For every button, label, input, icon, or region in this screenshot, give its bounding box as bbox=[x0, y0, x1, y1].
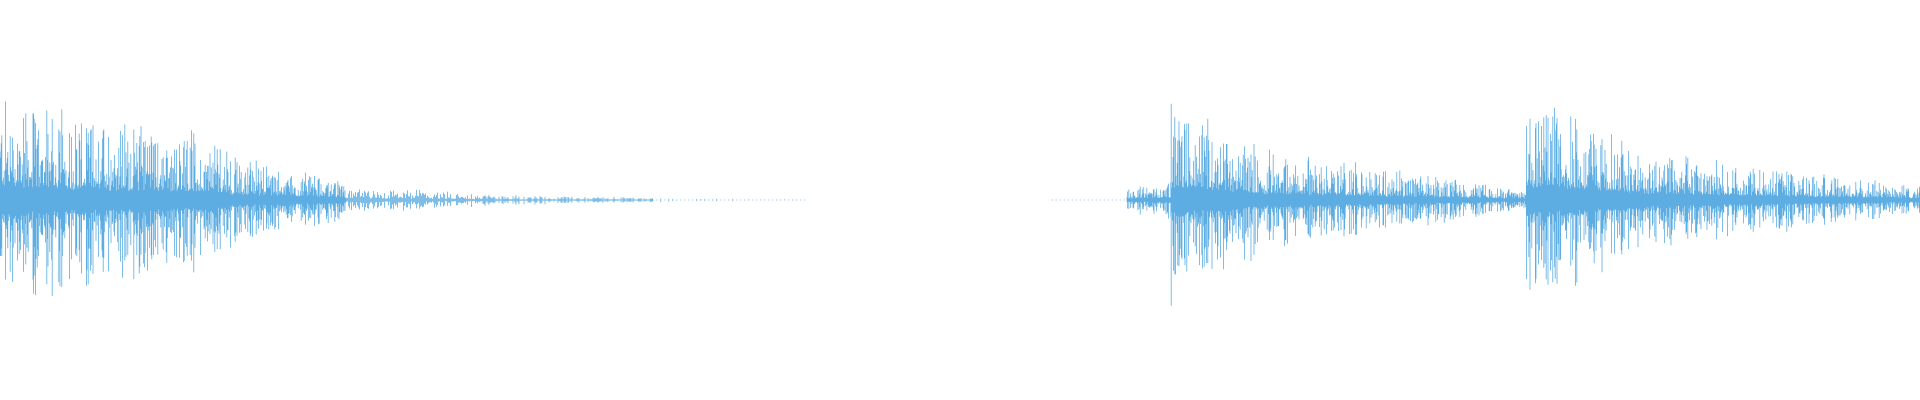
waveform-lines bbox=[0, 101, 1920, 306]
waveform-path bbox=[0, 101, 1920, 306]
